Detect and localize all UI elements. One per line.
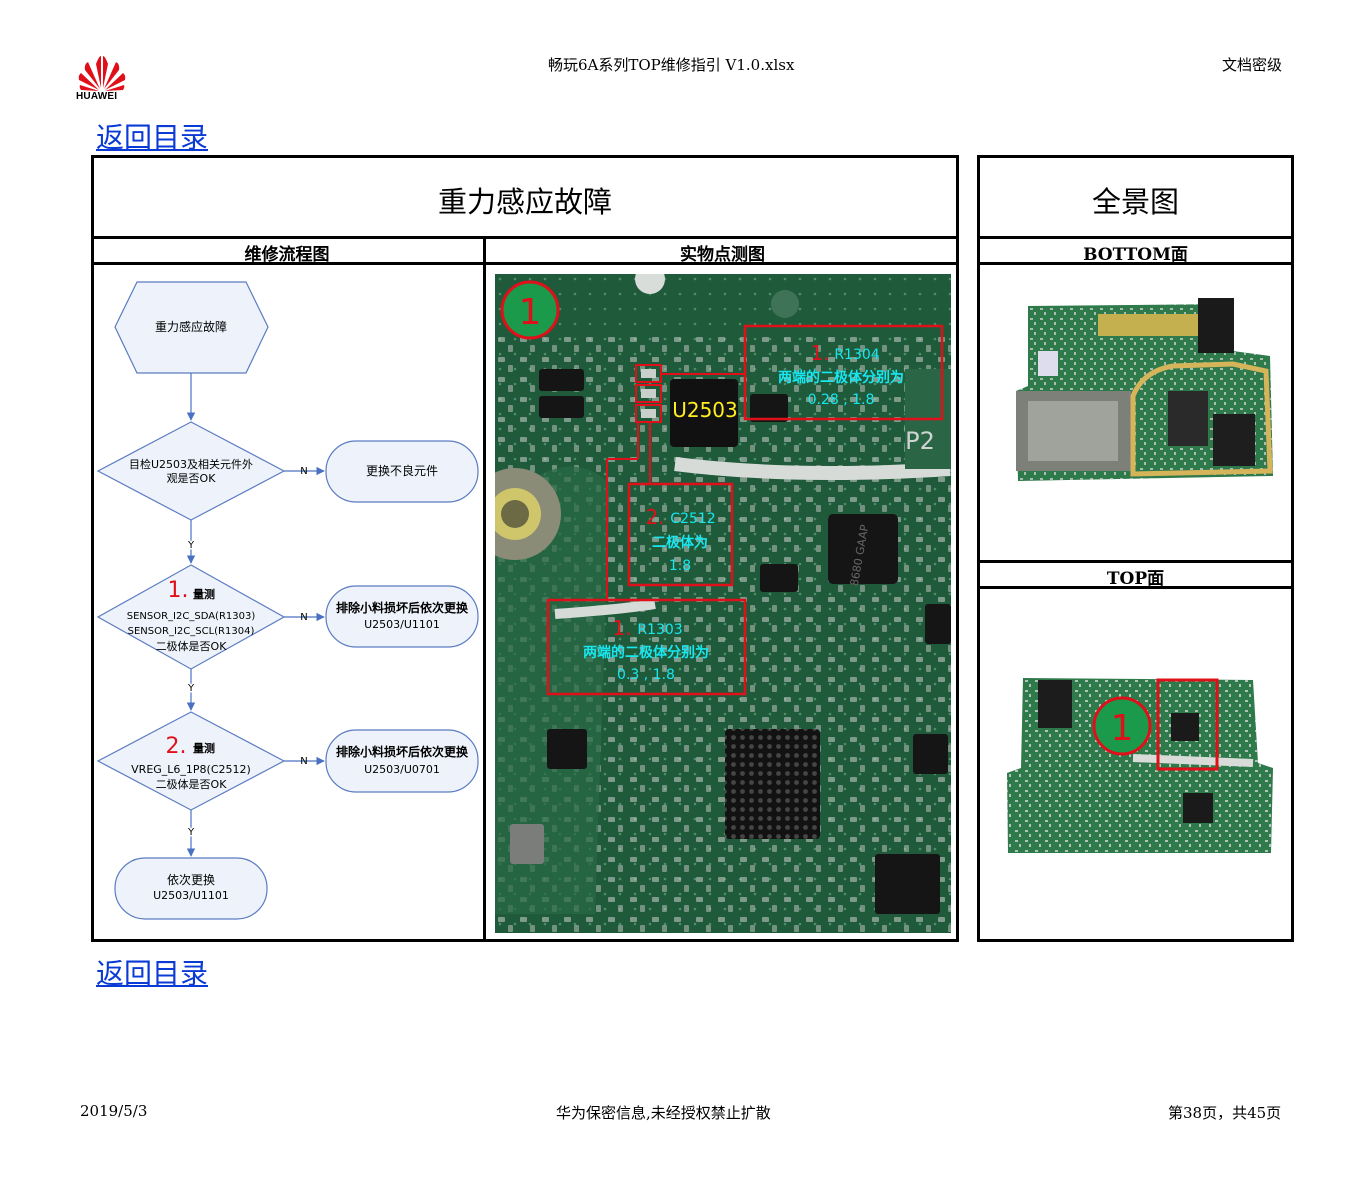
- flow-action-1: [325, 440, 479, 503]
- callout-box-c2512: [627, 482, 734, 587]
- flow-action-2: [325, 585, 479, 648]
- flow-step-2-title: 量测: [193, 741, 215, 755]
- flow-no-label: N: [300, 612, 307, 623]
- footer-page-number: 第38页，共45页: [1168, 1104, 1282, 1122]
- pcb-bottom-side-image: [1016, 298, 1273, 481]
- pcb-top-side-image: 1: [1007, 678, 1273, 853]
- flow-column-header: 维修流程图: [244, 245, 330, 265]
- main-table-border: [91, 155, 959, 942]
- callout-1-number: 1.: [810, 341, 829, 365]
- callout-2-line-1: 二极体为: [652, 534, 708, 551]
- divider: [977, 236, 1294, 239]
- flow-no-label: N: [300, 756, 307, 767]
- flow-no-label: N: [300, 466, 307, 477]
- chip-label: U2503: [672, 398, 738, 422]
- file-title: 畅玩6A系列TOP维修指引 V1.0.xlsx: [548, 56, 795, 74]
- flow-yes-label: Y: [187, 827, 195, 838]
- flow-step-2-line-2: 二极体是否OK: [156, 777, 228, 791]
- flow-decision-1-line-2: 观是否OK: [167, 472, 217, 485]
- flow-step-1-title: 量测: [193, 587, 215, 601]
- flow-action-1-text: 更换不良元件: [366, 463, 438, 478]
- top-side-marker-icon: [1092, 696, 1152, 756]
- flow-end-line-2: U2503/U1101: [153, 889, 229, 902]
- flow-step-1-line-3: 二极体是否OK: [156, 639, 228, 653]
- table-title: 重力感应故障: [437, 185, 612, 219]
- callout-1-ref: R1304: [834, 347, 879, 363]
- top-side-marker-number: 1: [1111, 708, 1134, 749]
- flow-step-1-line-1: SENSOR_I2C_SDA(R1303): [127, 611, 256, 622]
- divider: [977, 560, 1294, 563]
- panorama-table-border: [977, 155, 1294, 942]
- flow-decision-1-line-1: 目检U2503及相关元件外: [129, 457, 253, 471]
- location-marker-icon: [500, 280, 560, 340]
- location-marker-number: 1: [519, 292, 542, 333]
- main-table: 重力感应故障 维修流程图 实物点测图: [91, 155, 959, 942]
- pcb-measurement-photo: 1 U2503 P2 8680 GAAP 1. R1304 两端的二极体分别为 …: [495, 274, 951, 933]
- flow-yes-label: Y: [187, 683, 195, 694]
- flow-action-2-line-2: U2503/U1101: [364, 618, 440, 631]
- callout-3-line-1: 两端的二极体分别为: [583, 644, 709, 661]
- top-side-label: TOP面: [1106, 569, 1165, 589]
- top-side-highlight-box: [1156, 678, 1219, 771]
- flow-start-text: 重力感应故障: [155, 319, 227, 334]
- flow-yes-label: Y: [187, 540, 195, 551]
- callout-3-line-2: 0.3 , 1.8: [617, 667, 675, 683]
- callout-3-ref: R1303: [637, 622, 682, 638]
- flow-step-1-number: 1.: [168, 578, 189, 603]
- flow-decision-3: [96, 711, 286, 811]
- bottom-side-label: BOTTOM面: [1083, 245, 1188, 265]
- panorama-title: 全景图: [1091, 185, 1179, 219]
- callout-2-number: 2.: [645, 505, 664, 529]
- callout-1-line-1: 两端的二极体分别为: [778, 369, 904, 386]
- flow-action-3-line-1: 排除小料损坏后依次更换: [336, 744, 469, 759]
- divider: [977, 586, 1294, 589]
- footer-confidential-notice: 华为保密信息,未经授权禁止扩散: [556, 1104, 771, 1122]
- repair-flowchart: 重力感应故障 目检U2503及相关元件外 观是否OK 更换不良元件 1. 量测 …: [96, 281, 479, 920]
- flow-end: [114, 857, 268, 920]
- divider: [91, 236, 959, 239]
- back-to-contents-link-top[interactable]: 返回目录: [96, 121, 209, 154]
- callout-box-r1304: [743, 324, 944, 421]
- callout-2-line-2: 1.8: [669, 558, 691, 574]
- callout-box-r1303: [546, 598, 747, 696]
- flow-action-3-line-2: U2503/U0701: [364, 763, 440, 776]
- flow-start-hexagon: [114, 281, 269, 374]
- flow-action-3: [325, 729, 479, 793]
- huawei-logo-icon: [78, 56, 126, 91]
- flow-end-line-1: 依次更换: [167, 872, 215, 887]
- back-to-contents-link-bottom[interactable]: 返回目录: [96, 957, 209, 990]
- callout-2-ref: C2512: [670, 511, 715, 527]
- divider: [483, 236, 486, 942]
- flow-step-2-line-1: VREG_L6_1P8(C2512): [131, 763, 251, 776]
- flow-decision-1: [96, 421, 286, 521]
- photo-column-header: 实物点测图: [680, 245, 765, 265]
- divider: [91, 262, 959, 265]
- panorama-table: 全景图 BOTTOM面 TOP面: [977, 155, 1294, 942]
- flow-step-1-line-2: SENSOR_I2C_SCL(R1304): [128, 626, 255, 637]
- callout-1-line-2: 0.28 , 1.8: [808, 392, 875, 408]
- brand-name: HUAWEI: [76, 91, 118, 102]
- callout-3-number: 1.: [612, 616, 631, 640]
- classification-label: 文档密级: [1222, 56, 1283, 74]
- board-silkscreen-text: P2: [905, 427, 935, 455]
- flow-step-2-number: 2.: [166, 734, 187, 759]
- footer-date: 2019/5/3: [80, 1102, 148, 1120]
- divider: [977, 262, 1294, 265]
- flow-action-2-line-1: 排除小料损坏后依次更换: [336, 600, 469, 615]
